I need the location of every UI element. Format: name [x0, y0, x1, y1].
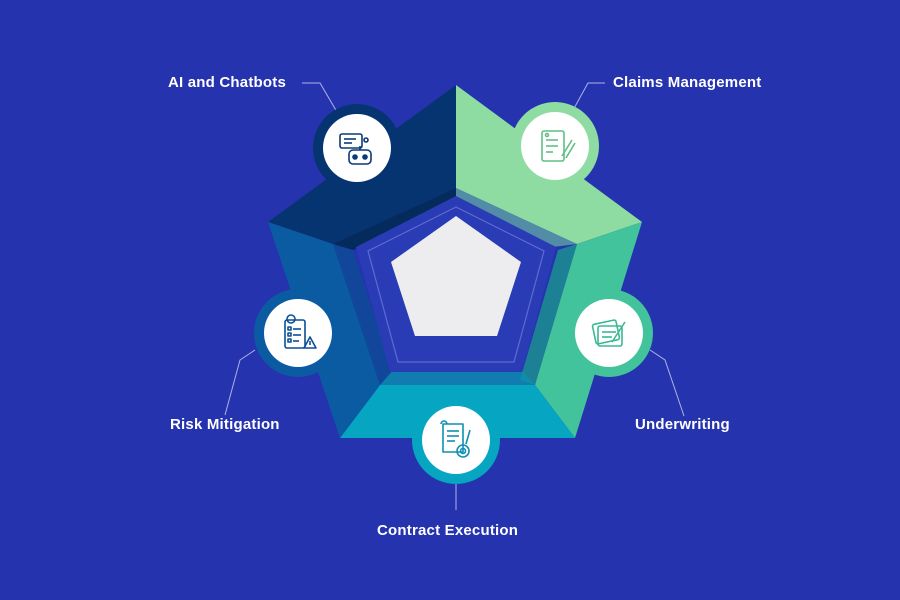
node-risk-mitigation	[254, 289, 342, 377]
center-pentagon	[391, 216, 521, 336]
node-claims-management	[511, 102, 599, 190]
underwriting-documents-icon	[591, 319, 626, 347]
contract-scroll-icon	[440, 420, 471, 458]
node-underwriting	[565, 289, 653, 377]
node-ai-chatbots	[313, 104, 401, 192]
label-underwriting: Underwriting	[635, 416, 730, 433]
leader-line-risk-mitigation	[224, 349, 256, 416]
node-contract-execution	[412, 396, 500, 484]
label-claims-management: Claims Management	[613, 74, 762, 91]
leader-line-underwriting	[649, 349, 685, 417]
leader-lines	[224, 82, 685, 510]
outer-pentagon	[268, 85, 642, 438]
inner-ring-outline	[367, 206, 545, 363]
claim-document-icon	[541, 130, 576, 162]
label-ai-chatbots: AI and Chatbots	[168, 74, 286, 91]
leader-line-ai-chatbots	[302, 82, 338, 113]
label-contract-execution: Contract Execution	[377, 522, 519, 539]
risk-checklist-icon	[284, 314, 317, 349]
segment-underwriting-shade	[520, 244, 577, 385]
segment-ai-shade	[333, 188, 456, 250]
leader-line-claims-management	[571, 82, 605, 113]
label-risk-mitigation: Risk Mitigation	[170, 416, 280, 433]
segment-claims-shade	[456, 188, 577, 248]
segment-risk-shade	[333, 244, 395, 385]
segment-contract-shade	[380, 368, 535, 385]
chatbot-icon	[339, 133, 372, 165]
